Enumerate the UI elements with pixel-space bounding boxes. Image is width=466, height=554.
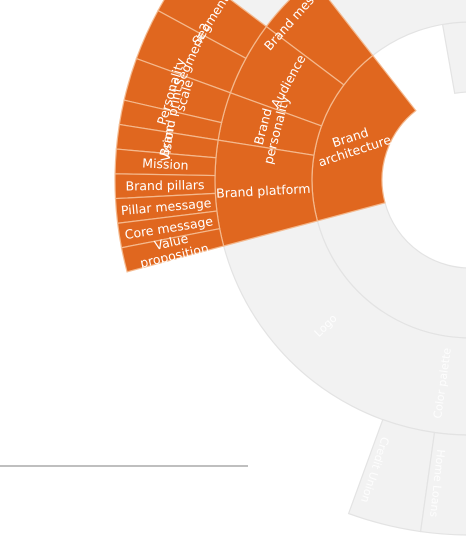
leaf-label-mission: Mission xyxy=(142,155,189,172)
branch-label-brand-platform: Brand platform xyxy=(216,181,311,201)
faded-middle-segment-top xyxy=(328,0,466,57)
leaf-label-vision: Vision xyxy=(158,123,177,162)
faded-background-rings xyxy=(222,0,466,536)
faded-inner-segment-a xyxy=(441,21,466,95)
orange-wedge xyxy=(114,0,417,273)
faded-outer-segment-bottom-0 xyxy=(347,418,436,533)
faded-middle-segment-bottom xyxy=(222,220,466,436)
faded-outer-segment-top-2 xyxy=(230,0,291,28)
leaf-segment-value-proposition xyxy=(120,227,225,273)
leaf-label-brand-pillars: Brand pillars xyxy=(125,177,204,193)
faded-outer-segment-bottom-1 xyxy=(419,431,466,536)
